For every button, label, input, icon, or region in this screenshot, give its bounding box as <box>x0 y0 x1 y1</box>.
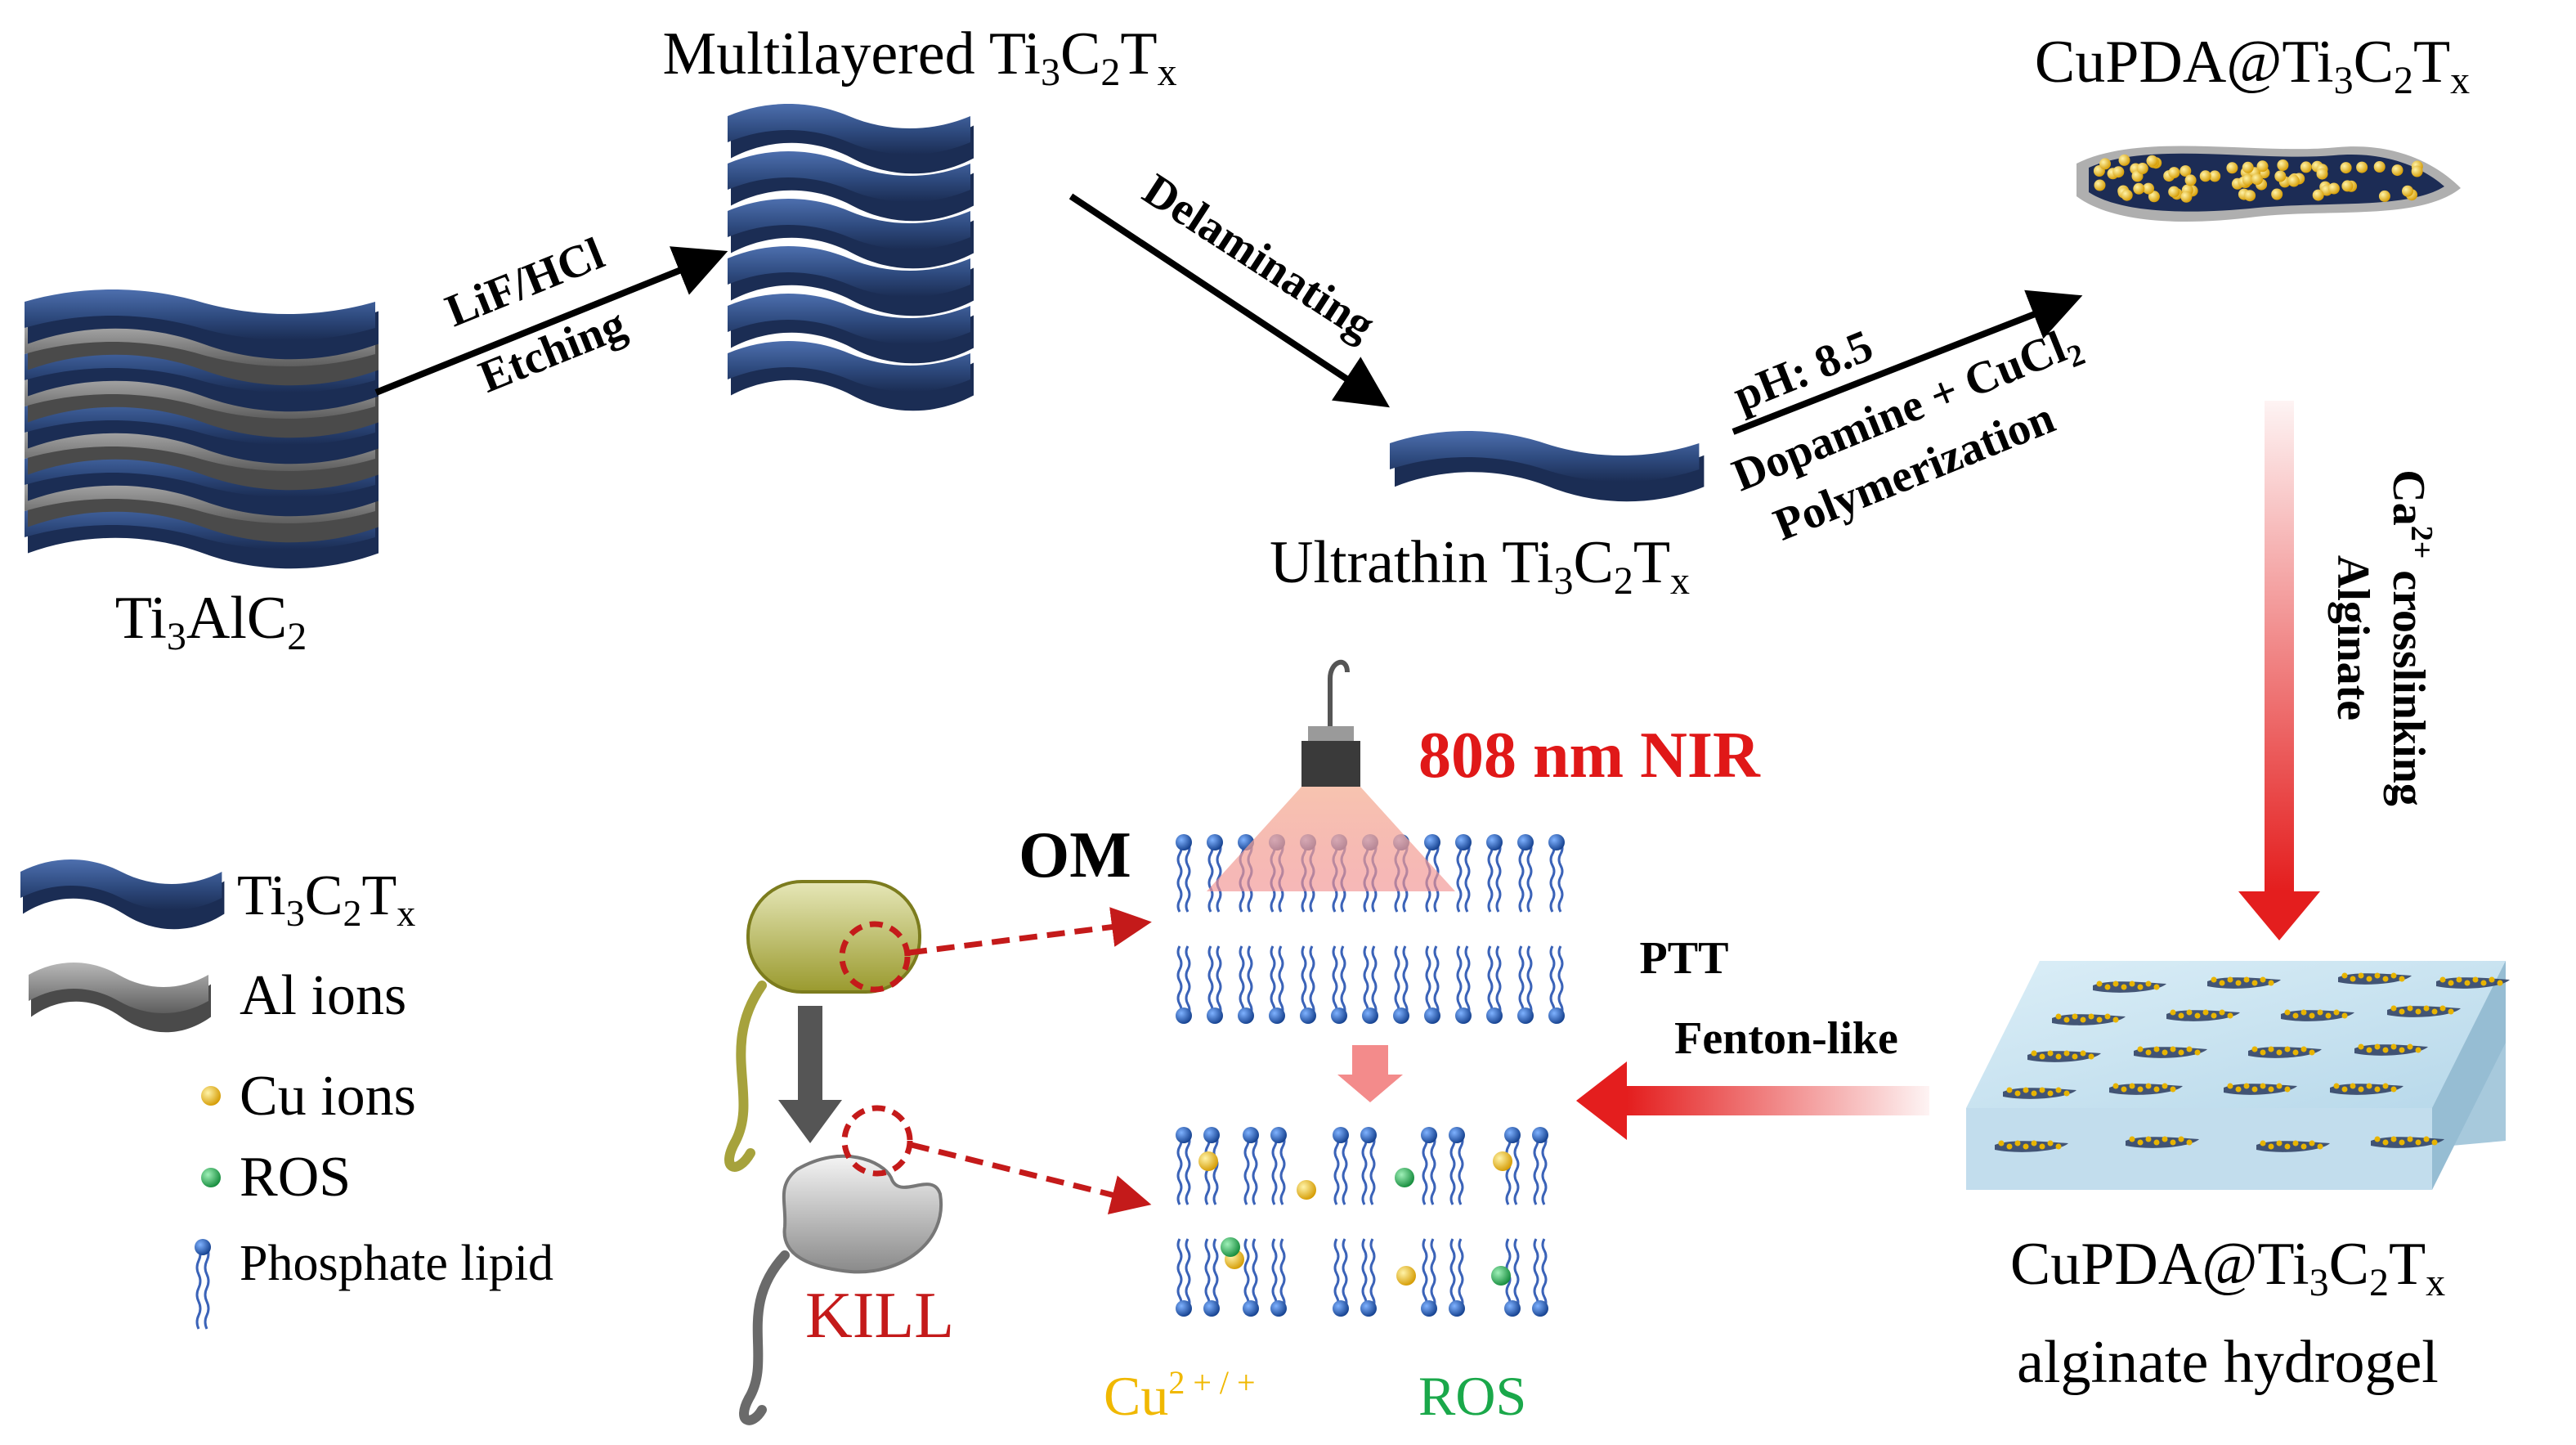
killed-bacterium <box>739 1154 943 1425</box>
legend-copper-icon <box>201 1086 221 1106</box>
kill-label: KILL <box>805 1280 954 1352</box>
damaged-membrane <box>1176 1127 1548 1317</box>
alginate-hydrogel-slab <box>1966 961 2510 1190</box>
crosslinking-step-line2: Ca2+ crosslinking <box>2383 469 2439 806</box>
cupda-mxene-sheet <box>2076 146 2461 222</box>
ti3alc2-stack <box>25 289 379 569</box>
etching-arrow <box>374 246 728 396</box>
legend-mxene-label: Ti3C2Tx <box>237 864 415 934</box>
ultrathin-mxene-sheet <box>1390 431 1705 502</box>
therapy-step-line2: Fenton-like <box>1674 1013 1898 1064</box>
polymerization-arrow <box>1732 289 2083 435</box>
therapy-arrow-shaft <box>1627 1086 1929 1115</box>
legend-aluminum-label: Al ions <box>240 964 406 1027</box>
zoom-line-killed <box>911 1142 1152 1215</box>
legend: Ti3C2Tx Al ions Cu ions ROS Phosphate li… <box>20 859 553 1330</box>
zoom-line-healthy <box>908 907 1152 956</box>
legend-lipid-icon <box>195 1239 211 1330</box>
om-label: OM <box>1019 819 1131 891</box>
crosslinking-arrow-shaft <box>2265 401 2294 891</box>
ros-bottom-label: ROS <box>1418 1365 1526 1427</box>
hydrogel-label-line2: alginate hydrogel <box>2017 1329 2439 1396</box>
delaminating-arrow <box>1068 193 1391 408</box>
zoom-circle-killed <box>841 1105 913 1177</box>
healthy-bacterium <box>724 880 921 1172</box>
therapy-step-line1: PTT <box>1640 933 1729 984</box>
crosslinking-step-line1: Alginate <box>2327 555 2378 720</box>
legend-lipid-label: Phosphate lipid <box>240 1236 553 1291</box>
legend-aluminum-icon <box>29 963 211 1033</box>
copper-ion-label: Cu2 + / + <box>1104 1364 1256 1427</box>
nir-laser-source <box>1207 659 1455 891</box>
nir-label: 808 nm NIR <box>1418 720 1761 792</box>
legend-mxene-icon <box>20 859 225 930</box>
ti3alc2-label: Ti3AlC2 <box>115 585 307 658</box>
legend-ros-label: ROS <box>240 1146 351 1209</box>
cupda-mxene-label: CuPDA@Ti3C2Tx <box>2035 29 2470 102</box>
multilayered-label: Multilayered Ti3C2Tx <box>662 20 1176 94</box>
therapy-arrow-head <box>1576 1061 1627 1140</box>
membrane-transition-arrow <box>1337 1045 1403 1102</box>
hydrogel-label-line1: CuPDA@Ti3C2Tx <box>2010 1231 2445 1304</box>
bacterium-transition-arrow <box>778 1006 842 1143</box>
legend-ros-icon <box>201 1168 221 1187</box>
multilayered-mxene-stack <box>728 104 974 411</box>
crosslinking-arrow-head <box>2238 891 2320 940</box>
zoom-circle-healthy <box>839 921 911 993</box>
ultrathin-label: Ultrathin Ti3C2Tx <box>1270 529 1690 603</box>
legend-copper-label: Cu ions <box>240 1065 416 1128</box>
